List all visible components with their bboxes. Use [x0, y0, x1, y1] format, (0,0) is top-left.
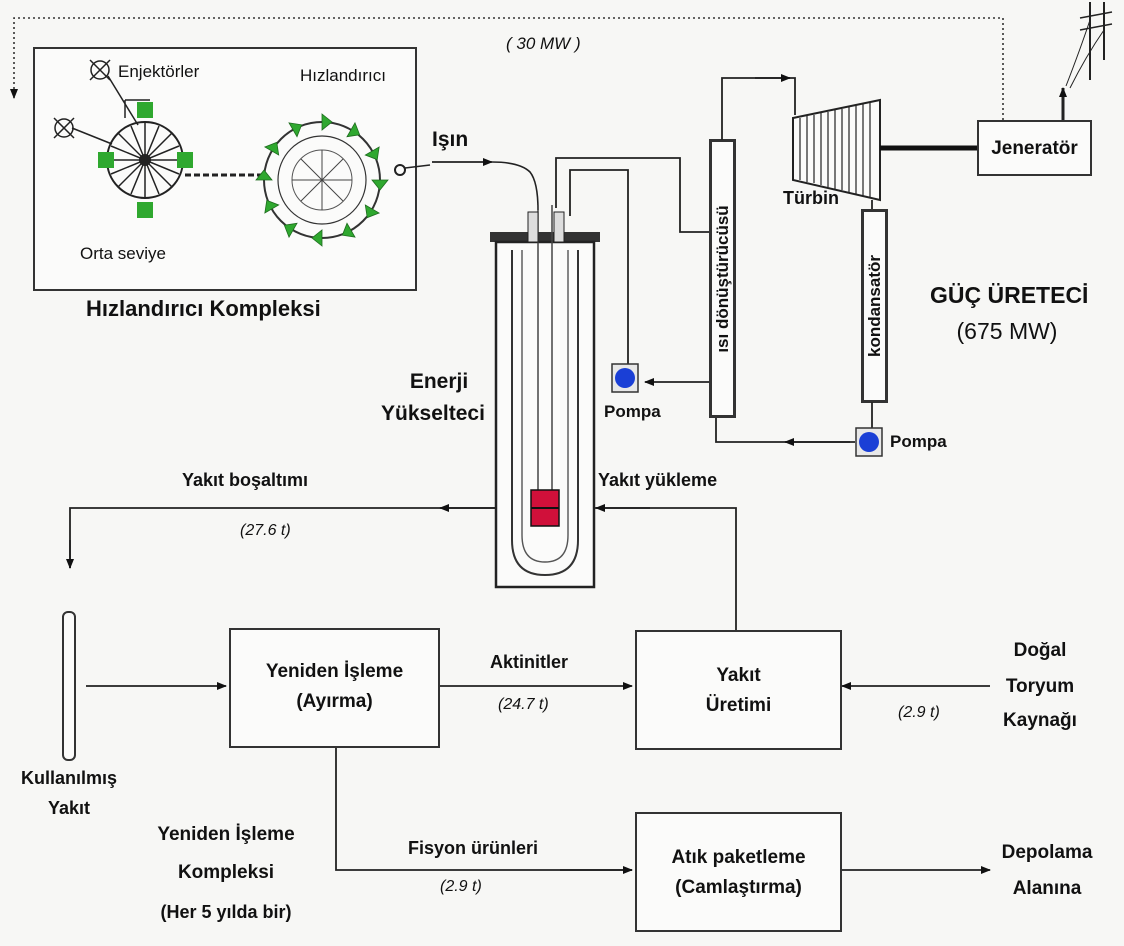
storage-line2: Alanına: [1012, 878, 1082, 899]
pump-right-icon: [855, 427, 883, 457]
turbine-label: Türbin: [783, 188, 839, 208]
storage-line1: Depolama: [1001, 842, 1093, 863]
power-generator-title: GÜÇ ÜRETECİ: [930, 282, 1089, 308]
condenser-label-box: kondansatör: [862, 210, 887, 402]
fuel-discharge-amount: (27.6 t): [240, 522, 291, 539]
reprocessing-box: Yeniden İşleme (Ayırma): [229, 628, 440, 748]
energy-amplifier-line1: Enerji: [409, 370, 469, 393]
injector-icon-left: [53, 117, 75, 139]
fission-line: [335, 748, 632, 871]
injectors-label: Enjektörler: [118, 62, 200, 81]
beam-label: Işın: [432, 128, 469, 151]
fuel-discharge-line: [66, 504, 496, 569]
generator-box: Jeneratör: [977, 120, 1092, 176]
fuel-production-line2: Üretimi: [705, 695, 772, 716]
fuel-production-box: Yakıt Üretimi: [635, 630, 842, 750]
fission-label: Fisyon ürünleri: [408, 838, 539, 858]
fuel-discharge-label: Yakıt boşaltımı: [182, 470, 309, 490]
power-generator-power: (675 MW): [956, 318, 1058, 344]
heat-exchanger-label-box: ısı dönüştürücüsü: [710, 140, 735, 417]
reprocessing-box-line2: (Ayırma): [296, 691, 373, 712]
generator-label: Jeneratör: [991, 138, 1078, 159]
fuel-production-line1: Yakıt: [716, 665, 761, 686]
pump-left-label: Pompa: [604, 402, 661, 421]
waste-packaging-line1: Atık paketleme: [671, 847, 806, 868]
fission-amount: (2.9 t): [440, 878, 482, 895]
pump-right-label: Pompa: [890, 432, 947, 451]
accelerator-ring: [255, 113, 406, 247]
waste-packaging-box: Atık paketleme (Camlaştırma): [635, 812, 842, 932]
accelerator-complex-box: [33, 47, 417, 291]
feedback-line: [10, 17, 1004, 120]
condensate-loop: [715, 402, 873, 446]
spent-fuel-line1: Kullanılmış: [20, 768, 118, 788]
beam-to-reactor: [404, 158, 539, 211]
steam-loop: [721, 74, 796, 140]
thorium-line3: Kaynağı: [1003, 710, 1077, 731]
injector-assembly: [71, 75, 193, 218]
actinides-amount: (24.7 t): [498, 696, 549, 713]
primary-loop: [555, 157, 716, 386]
grid-connection: [1059, 2, 1113, 120]
spent-fuel-line2: Yakıt: [47, 798, 91, 818]
spent-fuel-rod: [62, 611, 76, 761]
thorium-line2: Toryum: [1005, 676, 1075, 697]
injector-icon-top: [89, 59, 111, 81]
reprocessing-complex-line1: Yeniden İşleme: [157, 824, 295, 845]
accelerator-complex-title: Hızlandırıcı Kompleksi: [86, 296, 321, 321]
pump-left-icon: [611, 363, 639, 393]
turbine: [792, 98, 977, 202]
energy-amplifier-line2: Yükselteci: [381, 402, 485, 425]
waste-packaging-line2: (Camlaştırma): [675, 877, 802, 898]
energy-amplifier-vessel: [490, 205, 600, 589]
mid-level-label: Orta seviye: [80, 244, 166, 263]
thorium-line1: Doğal: [1013, 640, 1067, 661]
reprocessing-box-line1: Yeniden İşleme: [265, 661, 404, 682]
actinides-label: Aktinitler: [490, 652, 569, 672]
accelerator-label: Hızlandırıcı: [300, 66, 386, 85]
feedback-power-label: ( 30 MW ): [506, 34, 581, 53]
fuel-loading-label: Yakıt yükleme: [598, 470, 718, 490]
reprocessing-complex-line2: Kompleksi: [177, 862, 275, 883]
thorium-amount: (2.9 t): [898, 704, 940, 721]
condenser-label: kondansatör: [864, 254, 884, 358]
heat-exchanger-label: ısı dönüştürücüsü: [712, 204, 732, 353]
fuel-loading-line: [594, 504, 737, 630]
reprocessing-complex-line3: (Her 5 yılda bir): [160, 902, 292, 922]
